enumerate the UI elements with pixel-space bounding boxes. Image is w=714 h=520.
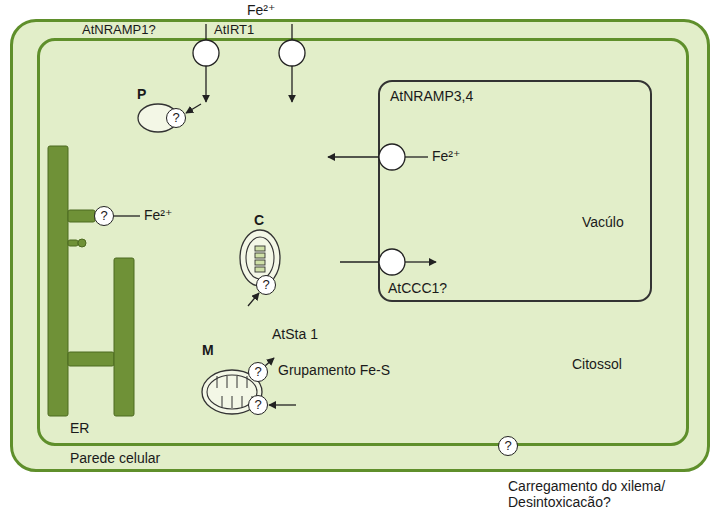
question-mark: ? (172, 111, 179, 125)
er-cisterna (114, 258, 134, 416)
transporter-label: AtNRAMP3,4 (390, 88, 473, 104)
crista (227, 376, 228, 388)
protein-label: AtSta 1 (272, 326, 318, 342)
transporter-circle (279, 40, 305, 66)
endoplasmic-reticulum: ER? (44, 140, 174, 438)
question-mark: ? (254, 398, 261, 412)
ion-label: Fe²⁺ (247, 2, 275, 18)
transporter-label: AtCCC1? (388, 280, 447, 296)
granum (255, 267, 265, 272)
uptake-arrow (205, 66, 206, 102)
er-cisterna (68, 210, 95, 222)
product-label: Grupamento Fe-S (278, 362, 390, 378)
plastid: P? (132, 86, 212, 136)
unknown-transporter: ? (94, 206, 114, 226)
plastid-label: P (137, 86, 146, 102)
crista (217, 376, 218, 388)
ion-label: Fe²⁺ (144, 207, 172, 223)
efflux-arrow (328, 156, 379, 157)
vacuole: Vacúlo (378, 80, 652, 302)
granum (255, 260, 265, 265)
uptake-line (205, 24, 206, 40)
cytoplasm: CitossolP?ER?VacúloC?M??? (37, 38, 689, 446)
uptake-arrow (291, 66, 292, 102)
transporter-label: AtNRAMP1? (82, 22, 156, 37)
cell-wall: Parede celularCitossolP?ER?VacúloC?M??? (10, 19, 710, 472)
leader-line (114, 215, 140, 216)
mitochondrion: M?? (198, 342, 272, 420)
plastid-import-arrow (186, 104, 201, 113)
transporter-circle (379, 144, 405, 170)
er-cisterna (48, 146, 68, 416)
chloroplast: C? (232, 212, 294, 298)
chloroplast-label: C (254, 212, 264, 228)
endoplasmic-reticulum-drawing (44, 140, 174, 438)
transporter-circle (193, 40, 219, 66)
unknown-transporter: ? (248, 395, 268, 415)
chloroplast-import-arrow (248, 293, 259, 306)
crista (237, 376, 238, 388)
er-cisterna (68, 352, 114, 366)
unknown-transporter: ? (248, 362, 268, 382)
cytoplasm-label: Citossol (572, 356, 622, 372)
influx-arrow (405, 261, 436, 262)
cell-wall-label: Parede celular (70, 450, 160, 466)
granum (255, 253, 265, 258)
question-mark: ? (100, 209, 107, 223)
question-mark: ? (262, 278, 269, 292)
influx-line (340, 261, 379, 262)
leader-line (405, 156, 428, 157)
er-cisterna (68, 240, 78, 246)
vacuole-label: Vacúlo (582, 214, 624, 230)
unknown-transporter: ? (256, 275, 276, 295)
mito-import-arrow (269, 404, 296, 405)
unknown-transporter: ? (166, 108, 186, 128)
ion-label: Fe²⁺ (432, 148, 460, 164)
note-label: Carregamento do xilema/ Desintoxicacão? (508, 478, 665, 510)
crista (247, 376, 248, 388)
crista (242, 396, 243, 408)
transporter-circle (379, 249, 405, 275)
uptake-line (291, 24, 292, 40)
er-vesicle (78, 239, 86, 247)
granum (255, 246, 265, 251)
transporter-label: AtIRT1 (214, 22, 254, 37)
mitochondrion-label: M (202, 342, 214, 358)
unknown-transporter: ? (498, 436, 518, 456)
crista (232, 396, 233, 408)
question-mark: ? (254, 365, 261, 379)
chloroplast-inner (246, 237, 274, 279)
fe-s-export-arrow (265, 358, 274, 366)
crista (222, 396, 223, 408)
endoplasmic-reticulum-label: ER (70, 420, 89, 436)
question-mark: ? (504, 439, 511, 453)
